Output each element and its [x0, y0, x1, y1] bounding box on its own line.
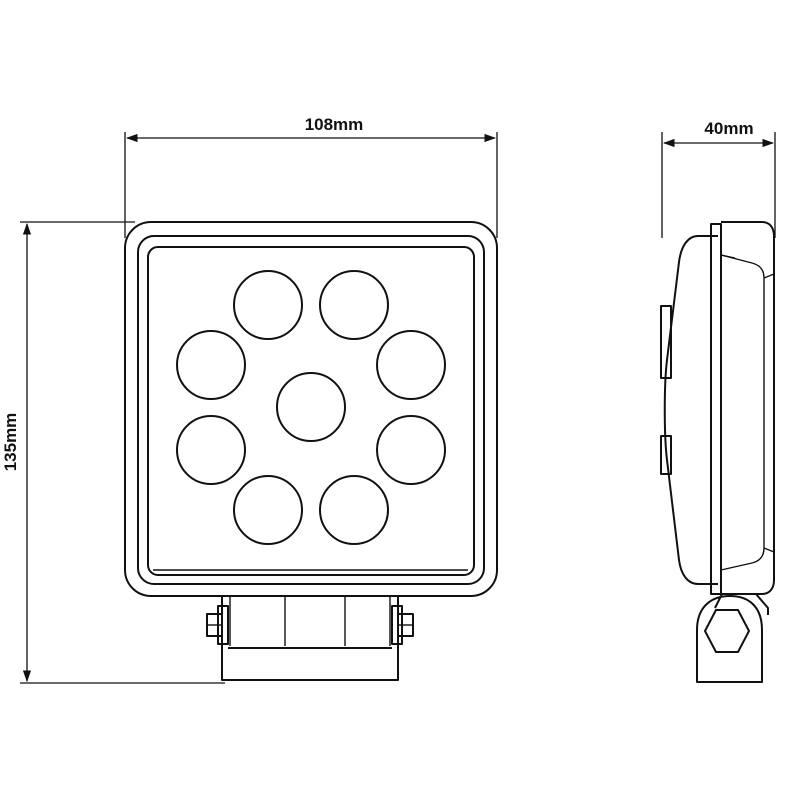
side-view [660, 221, 775, 683]
bolt-right [391, 605, 414, 645]
led-array [176, 270, 446, 545]
led [319, 270, 389, 340]
body-profile [721, 221, 775, 595]
hex-nut [704, 609, 750, 653]
lens-profile [663, 235, 718, 585]
side-tab-bottom [660, 435, 672, 475]
front-rim [710, 223, 722, 595]
lens-face [147, 246, 475, 576]
led [176, 330, 246, 400]
led [233, 475, 303, 545]
led [233, 270, 303, 340]
led [319, 475, 389, 545]
side-bracket [696, 593, 769, 683]
width-label: 108mm [305, 115, 364, 134]
height-label: 135mm [1, 413, 20, 472]
led [376, 415, 446, 485]
height-dimension: 135mm [1, 221, 225, 684]
led [176, 415, 246, 485]
led [276, 372, 346, 442]
front-view [124, 221, 498, 681]
housing-outer [124, 221, 498, 597]
mount-bracket [206, 596, 414, 681]
led [376, 330, 446, 400]
bolt-left [206, 605, 229, 645]
width-dimension: 108mm [124, 115, 498, 238]
housing-inner [137, 235, 485, 585]
side-tab-top [660, 305, 672, 379]
depth-label: 40mm [704, 119, 753, 138]
depth-dimension: 40mm [661, 119, 776, 238]
